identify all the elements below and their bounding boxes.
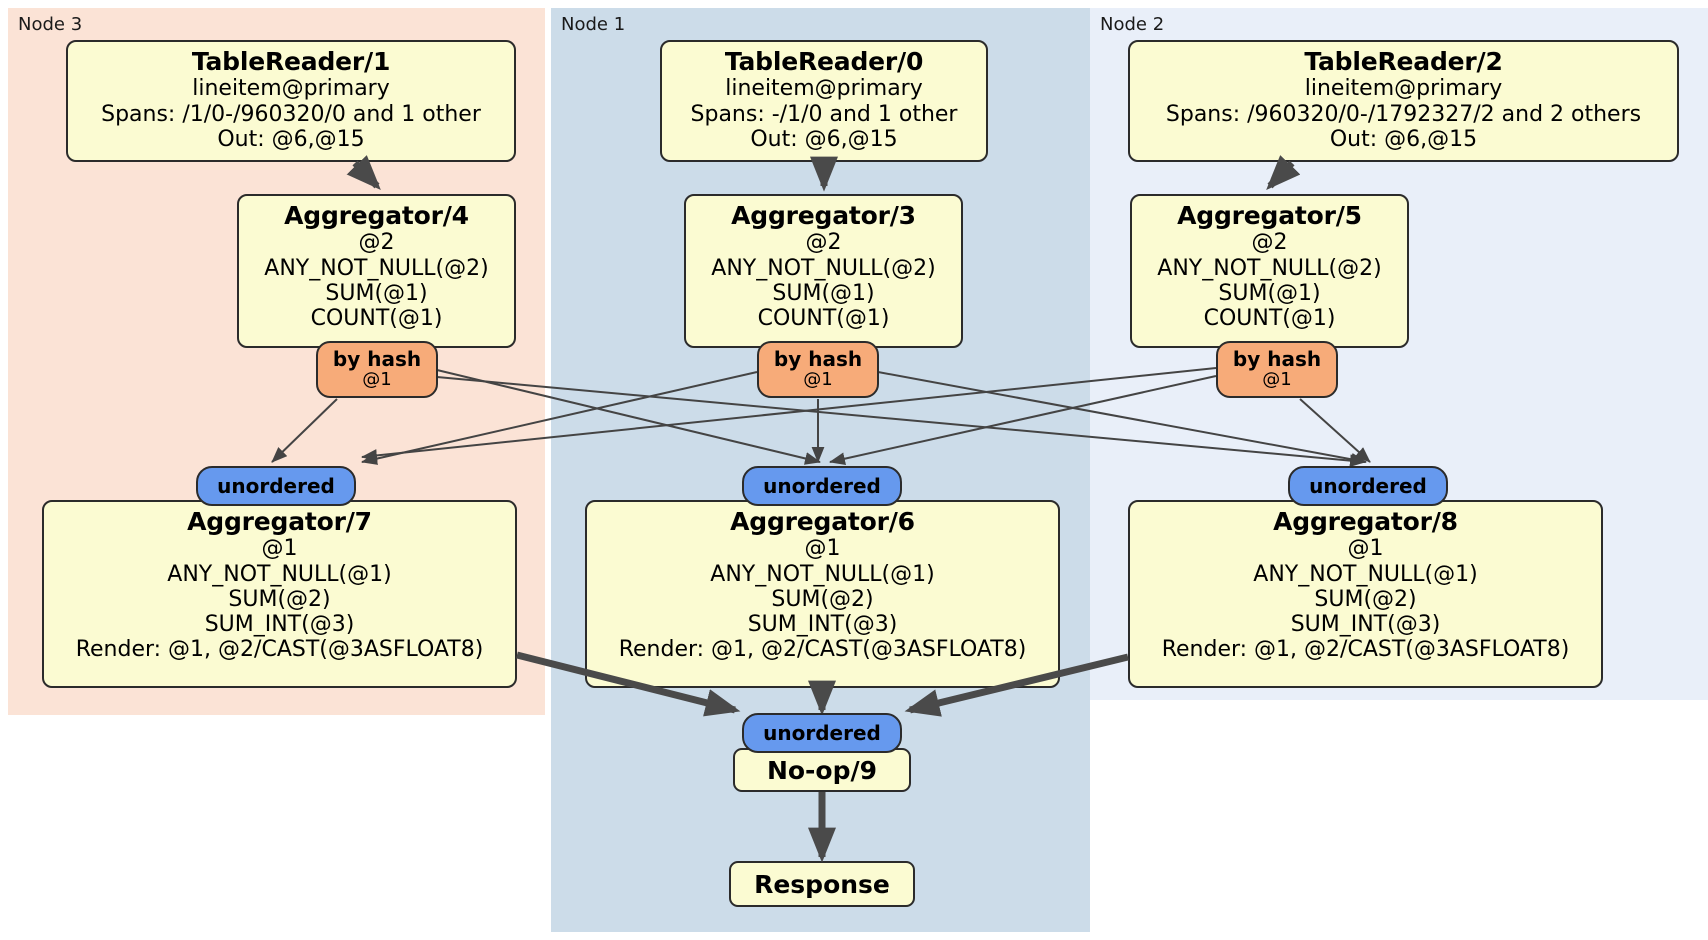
processor-detail: Out: @6,@15 [1329, 126, 1478, 152]
processor-title: Aggregator/8 [1273, 507, 1458, 536]
processor-detail: ANY_NOT_NULL(@2) [264, 255, 489, 281]
unordered-synchronizer-left[interactable]: unordered [196, 466, 356, 506]
processor-aggregator-6[interactable]: Aggregator/6 @1 ANY_NOT_NULL(@1) SUM(@2)… [585, 500, 1060, 688]
processor-aggregator-4[interactable]: Aggregator/4 @2 ANY_NOT_NULL(@2) SUM(@1)… [237, 194, 516, 348]
processor-render: Render: @1, @2/CAST(@3ASFLOAT8) [1161, 637, 1570, 663]
processor-detail: ANY_NOT_NULL(@1) [1253, 561, 1478, 587]
processor-detail: @2 [805, 230, 842, 256]
processor-detail: @1 [261, 536, 298, 562]
processor-title: Aggregator/5 [1177, 201, 1362, 230]
processor-title: TableReader/0 [724, 47, 924, 76]
processor-detail: SUM(@2) [1314, 586, 1417, 612]
processor-detail: @2 [1251, 230, 1288, 256]
processor-detail: Spans: /1/0-/960320/0 and 1 other [101, 101, 481, 127]
processor-detail: ANY_NOT_NULL(@2) [1157, 255, 1382, 281]
processor-detail: COUNT(@1) [1203, 306, 1336, 332]
processor-title: Aggregator/3 [731, 201, 916, 230]
processor-response[interactable]: Response [729, 861, 915, 907]
unordered-synchronizer-center[interactable]: unordered [742, 466, 902, 506]
processor-noop-9[interactable]: No-op/9 [733, 748, 911, 792]
processor-detail: lineitem@primary [725, 76, 923, 102]
processor-render: Render: @1, @2/CAST(@3ASFLOAT8) [75, 637, 484, 663]
processor-aggregator-7[interactable]: Aggregator/7 @1 ANY_NOT_NULL(@1) SUM(@2)… [42, 500, 517, 688]
processor-aggregator-3[interactable]: Aggregator/3 @2 ANY_NOT_NULL(@2) SUM(@1)… [684, 194, 963, 348]
processor-detail: Spans: /960320/0-/1792327/2 and 2 others [1165, 101, 1642, 127]
processor-detail: SUM(@2) [228, 586, 331, 612]
processor-title: Aggregator/4 [284, 201, 469, 230]
unordered-synchronizer-right[interactable]: unordered [1288, 466, 1448, 506]
hash-router-badge-aggregator4[interactable]: by hash @1 [316, 341, 438, 398]
processor-title: TableReader/1 [191, 47, 391, 76]
processor-title: Aggregator/7 [187, 507, 372, 536]
processor-detail: lineitem@primary [1304, 76, 1503, 102]
processor-detail: COUNT(@1) [310, 306, 443, 332]
processor-render: Render: @1, @2/CAST(@3ASFLOAT8) [618, 637, 1027, 663]
node-label-node1: Node 1 [561, 14, 626, 35]
processor-detail: SUM(@1) [1218, 280, 1321, 306]
processor-detail: ANY_NOT_NULL(@1) [167, 561, 392, 587]
processor-detail: ANY_NOT_NULL(@2) [711, 255, 936, 281]
processor-detail: Out: @6,@15 [750, 126, 898, 152]
processor-detail: @1 [804, 536, 841, 562]
hash-router-column: @1 [1262, 369, 1292, 391]
processor-detail: SUM(@1) [325, 280, 428, 306]
processor-detail: SUM_INT(@3) [747, 612, 898, 638]
processor-detail: SUM(@2) [771, 586, 874, 612]
processor-detail: @1 [1347, 536, 1384, 562]
processor-detail: SUM_INT(@3) [204, 612, 355, 638]
node-label-node3: Node 3 [18, 14, 83, 35]
processor-detail: Spans: -/1/0 and 1 other [690, 101, 958, 127]
hash-router-label: by hash [332, 347, 422, 372]
hash-router-label: by hash [1232, 347, 1322, 372]
processor-detail: ANY_NOT_NULL(@1) [710, 561, 935, 587]
unordered-synchronizer-final[interactable]: unordered [742, 713, 902, 753]
processor-detail: COUNT(@1) [757, 306, 890, 332]
processor-detail: SUM_INT(@3) [1290, 612, 1441, 638]
processor-title: Aggregator/6 [730, 507, 915, 536]
processor-detail: lineitem@primary [192, 76, 390, 102]
processor-aggregator-5[interactable]: Aggregator/5 @2 ANY_NOT_NULL(@2) SUM(@1)… [1130, 194, 1409, 348]
hash-router-column: @1 [803, 369, 833, 391]
hash-router-badge-aggregator3[interactable]: by hash @1 [757, 341, 879, 398]
processor-detail: Out: @6,@15 [217, 126, 365, 152]
processor-tablereader-1[interactable]: TableReader/1 lineitem@primary Spans: /1… [66, 40, 516, 162]
processor-title: TableReader/2 [1304, 47, 1503, 76]
processor-detail: @2 [358, 230, 395, 256]
node-label-node2: Node 2 [1100, 14, 1165, 35]
hash-router-badge-aggregator5[interactable]: by hash @1 [1216, 341, 1338, 398]
hash-router-column: @1 [362, 369, 392, 391]
processor-detail: SUM(@1) [772, 280, 875, 306]
processor-aggregator-8[interactable]: Aggregator/8 @1 ANY_NOT_NULL(@1) SUM(@2)… [1128, 500, 1603, 688]
hash-router-label: by hash [773, 347, 863, 372]
processor-tablereader-2[interactable]: TableReader/2 lineitem@primary Spans: /9… [1128, 40, 1679, 162]
processor-tablereader-0[interactable]: TableReader/0 lineitem@primary Spans: -/… [660, 40, 988, 162]
